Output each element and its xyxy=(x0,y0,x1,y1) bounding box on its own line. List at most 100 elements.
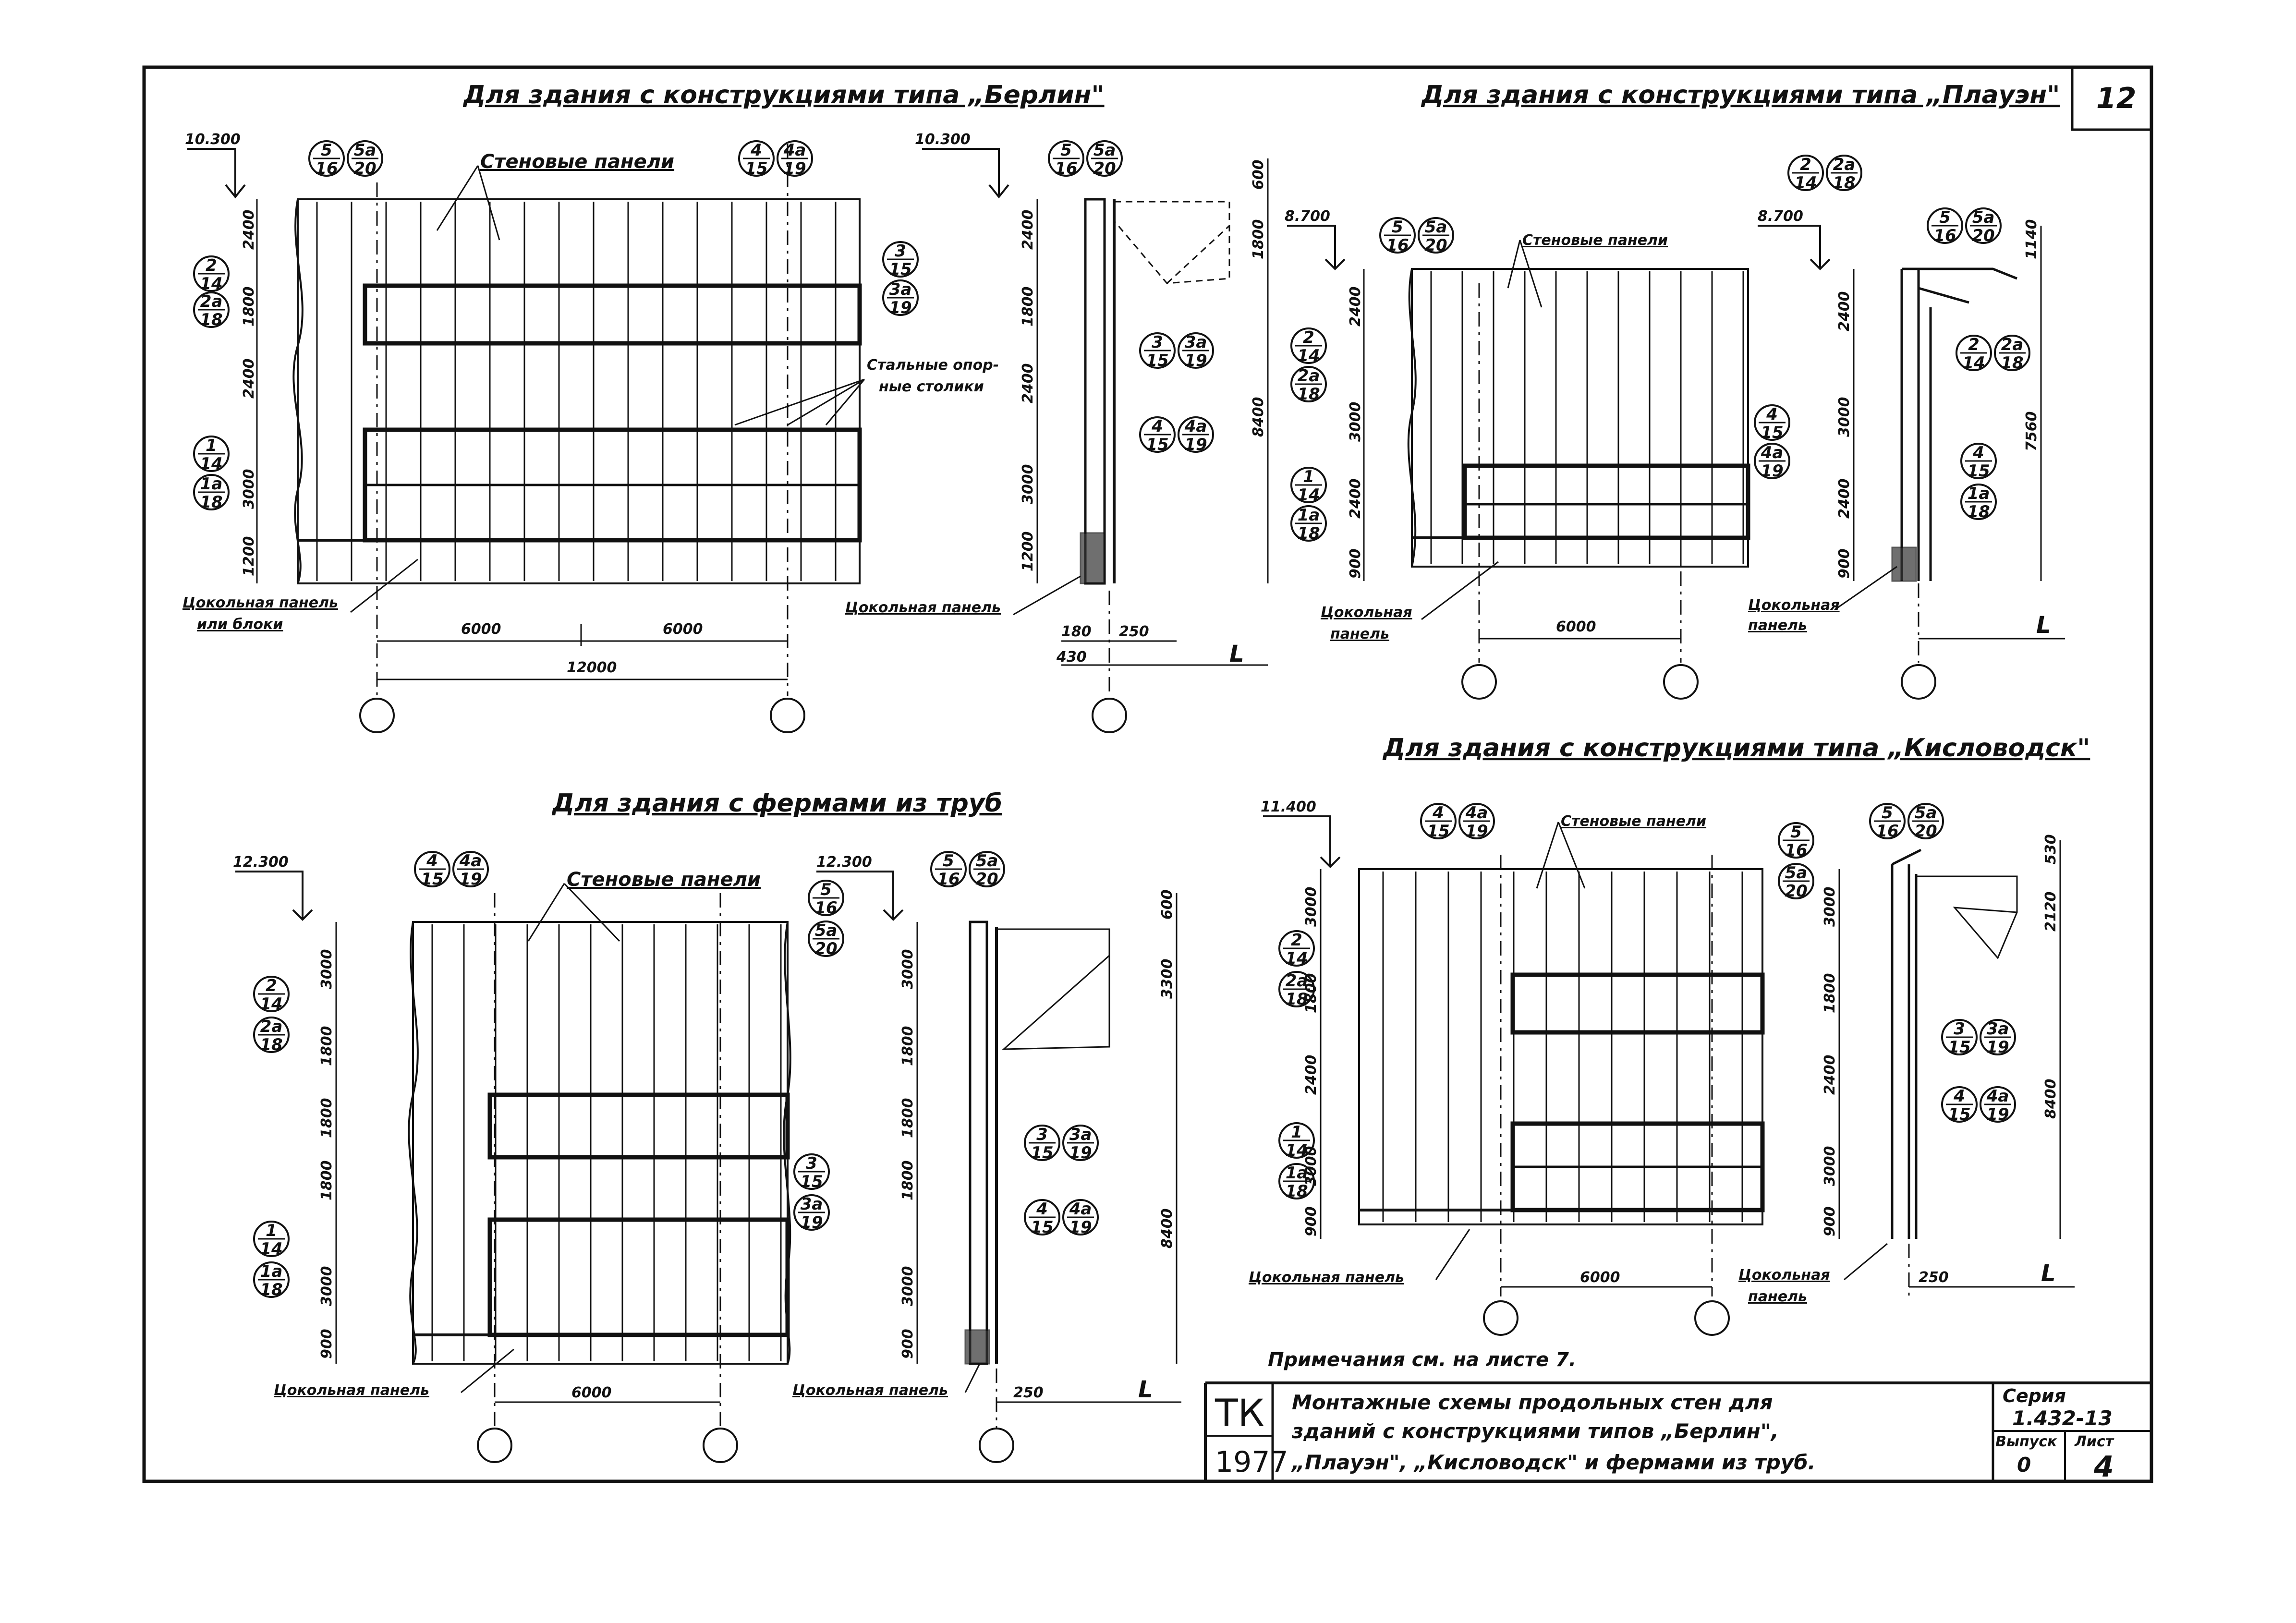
svg-text:14: 14 xyxy=(200,274,222,293)
plauen-side-right-0: 1140 xyxy=(2023,219,2040,260)
berlin-side-dim-3: 3000 xyxy=(1020,464,1036,505)
plauen-side-level: 8.700 xyxy=(1758,208,1803,225)
berlin-marks: 5165a204154a192142a181141a183153a195165a… xyxy=(193,140,1214,512)
plauen-mark-5-16: 516 xyxy=(1379,217,1416,255)
svg-text:14: 14 xyxy=(1962,353,1985,373)
svg-text:4: 4 xyxy=(426,851,438,871)
tubes-mark-1-14: 114 xyxy=(253,1221,290,1259)
svg-text:20: 20 xyxy=(1972,226,1994,245)
svg-text:19: 19 xyxy=(1761,461,1783,481)
svg-text:5a: 5a xyxy=(1425,218,1447,237)
berlin-bottom-dim-0: 6000 xyxy=(461,621,501,638)
tubes-side-plinth xyxy=(964,1329,990,1365)
kislovodsk-level-mark xyxy=(1263,815,1341,868)
kislovodsk-level-top: 11.400 xyxy=(1261,799,1316,815)
plauen-elevation: 8.700 2400 3000 2400 900 Стеновые панели… xyxy=(1285,208,1750,700)
section-kislovodsk: Для здания с конструкциями типа „Кислово… xyxy=(1249,734,2090,1336)
berlin-dim-left-4: 1200 xyxy=(241,536,257,577)
series-value: 1.432-13 xyxy=(2012,1406,2113,1430)
plauen-bottom-dim-text: 6000 xyxy=(1556,618,1596,635)
tubes-side-right-2: 8400 xyxy=(1159,1209,1176,1249)
tubes-side-bottom-text: 250 xyxy=(1013,1384,1044,1401)
svg-text:5: 5 xyxy=(1060,141,1072,160)
svg-text:4a: 4a xyxy=(459,851,482,871)
tubes-side-label-plinth: Цокольная панель xyxy=(792,1382,948,1399)
kislovodsk-mark-2-14: 214 xyxy=(1278,930,1315,968)
svg-text:19: 19 xyxy=(1184,351,1207,370)
svg-text:20: 20 xyxy=(353,159,376,178)
svg-text:5a: 5a xyxy=(1093,141,1116,160)
note-text: Примечания см. на листе 7. xyxy=(1268,1349,1576,1371)
svg-text:2a: 2a xyxy=(2001,335,2024,354)
svg-text:15: 15 xyxy=(1948,1038,1970,1057)
svg-text:5: 5 xyxy=(321,141,332,160)
tubes-level-top: 12.300 xyxy=(233,854,289,871)
section-title-kislovodsk: Для здания с конструкциями типа „Кислово… xyxy=(1382,734,2090,763)
kislovodsk-side-label-2: панель xyxy=(1748,1288,1807,1305)
kislovodsk-side-dim-3: 3000 xyxy=(1822,1146,1838,1187)
svg-text:2: 2 xyxy=(266,976,277,995)
svg-text:14: 14 xyxy=(260,994,282,1014)
berlin-side-mark-3-15: 315 xyxy=(1139,332,1176,370)
berlin-side-level-mark xyxy=(922,148,1009,199)
plauen-leader-panels xyxy=(1507,240,1543,308)
title-line-2: зданий с конструкциями типов „Берлин", xyxy=(1291,1419,1779,1443)
plauen-mark-2-14: 214 xyxy=(1787,155,1824,193)
svg-text:1: 1 xyxy=(266,1221,277,1240)
tubes-label-panels: Стеновые панели xyxy=(567,869,761,891)
svg-text:2a: 2a xyxy=(1286,971,1308,991)
tubes-mark-2-14: 214 xyxy=(253,976,290,1014)
plauen-wall-outline xyxy=(1411,268,1749,568)
kislovodsk-dim-left-4: 900 xyxy=(1303,1206,1320,1236)
kislovodsk-side-leader xyxy=(1844,1243,1888,1281)
berlin-side-mark-5-16: 516 xyxy=(1048,140,1084,178)
kislovodsk-side-right-2: 8400 xyxy=(2042,1079,2059,1119)
svg-text:16: 16 xyxy=(1386,236,1409,255)
svg-text:5: 5 xyxy=(820,880,832,899)
section-tubes: Для здания с фермами из труб 12.300 3000… xyxy=(233,789,1181,1463)
tubes-dim-left-4: 3000 xyxy=(318,1266,335,1307)
tubes-bottom-dim-text: 6000 xyxy=(571,1384,612,1401)
svg-text:14: 14 xyxy=(200,454,222,473)
kislovodsk-mark-5-16: 516 xyxy=(1778,822,1814,860)
tubes-mark-3-15: 315 xyxy=(793,1153,830,1191)
svg-text:5a: 5a xyxy=(815,921,838,940)
tubes-side-right-0: 600 xyxy=(1159,889,1176,920)
svg-text:5a: 5a xyxy=(354,141,377,160)
berlin-label-plinth: Цокольная панель xyxy=(182,594,338,611)
svg-text:14: 14 xyxy=(1297,346,1320,365)
svg-text:19: 19 xyxy=(1986,1105,2009,1124)
berlin-label-plinth-2: или блоки xyxy=(197,616,283,633)
plauen-label-plinth-2: панель xyxy=(1330,626,1389,642)
svg-text:3: 3 xyxy=(1954,1019,1965,1039)
plauen-side-L: L xyxy=(2036,612,2051,639)
svg-text:19: 19 xyxy=(783,159,806,178)
svg-text:18: 18 xyxy=(1967,502,1990,521)
svg-text:19: 19 xyxy=(1069,1218,1092,1237)
svg-text:3: 3 xyxy=(1036,1125,1048,1144)
tubes-side-leader xyxy=(964,1363,981,1393)
plauen-side-dim-0: 2400 xyxy=(1836,291,1853,332)
plauen-side-right-1: 7560 xyxy=(2023,412,2040,452)
svg-text:2a: 2a xyxy=(1833,155,1856,174)
svg-text:2a: 2a xyxy=(200,292,223,311)
svg-text:19: 19 xyxy=(1986,1038,2009,1057)
svg-text:4a: 4a xyxy=(1069,1199,1092,1219)
svg-text:1a: 1a xyxy=(200,474,223,494)
plauen-dim-left-1: 3000 xyxy=(1347,402,1364,442)
plauen-mark-4-15: 415 xyxy=(1754,404,1790,442)
